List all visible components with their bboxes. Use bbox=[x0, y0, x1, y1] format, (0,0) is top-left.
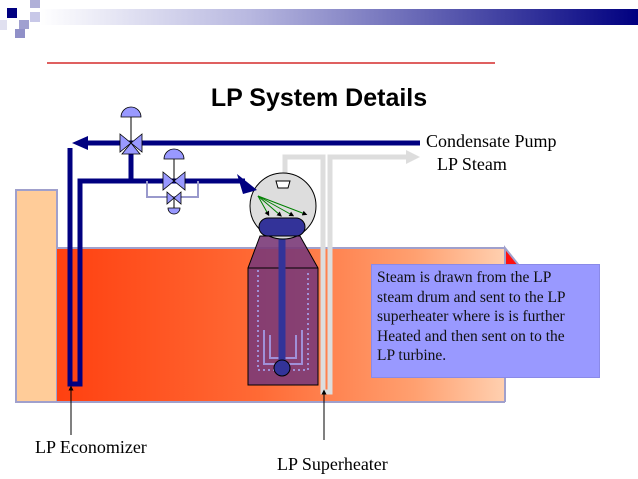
slide-title: LP System Details bbox=[210, 84, 428, 112]
note-line: LP turbine. bbox=[377, 347, 447, 364]
label-lp-steam: LP Steam bbox=[437, 154, 507, 174]
description-note: Steam is drawn from the LP steam drum an… bbox=[371, 264, 600, 378]
control-valve-icon bbox=[119, 106, 143, 155]
steam-arrow-icon bbox=[406, 150, 420, 164]
label-lp-economizer: LP Economizer bbox=[35, 437, 147, 457]
bypass-valve-icon bbox=[166, 191, 182, 215]
note-line: steam drum and sent to the LP bbox=[377, 288, 566, 306]
banner-square bbox=[7, 8, 17, 18]
feed-arrow-icon bbox=[237, 174, 257, 194]
lp-evaporator bbox=[247, 228, 319, 386]
note-line: Heated and then sent on to the bbox=[377, 327, 565, 345]
steam-drum bbox=[249, 172, 317, 240]
note-line: Steam is drawn from the LP bbox=[377, 269, 552, 286]
note-line: superheater where is is further bbox=[377, 308, 565, 325]
exhaust-stack bbox=[15, 189, 58, 403]
flow-arrow-icon bbox=[72, 136, 88, 150]
label-condensate-pump: Condensate Pump bbox=[426, 131, 557, 151]
feed-valve-icon bbox=[162, 148, 186, 191]
label-lp-superheater: LP Superheater bbox=[277, 454, 388, 474]
header-banner bbox=[0, 0, 638, 38]
